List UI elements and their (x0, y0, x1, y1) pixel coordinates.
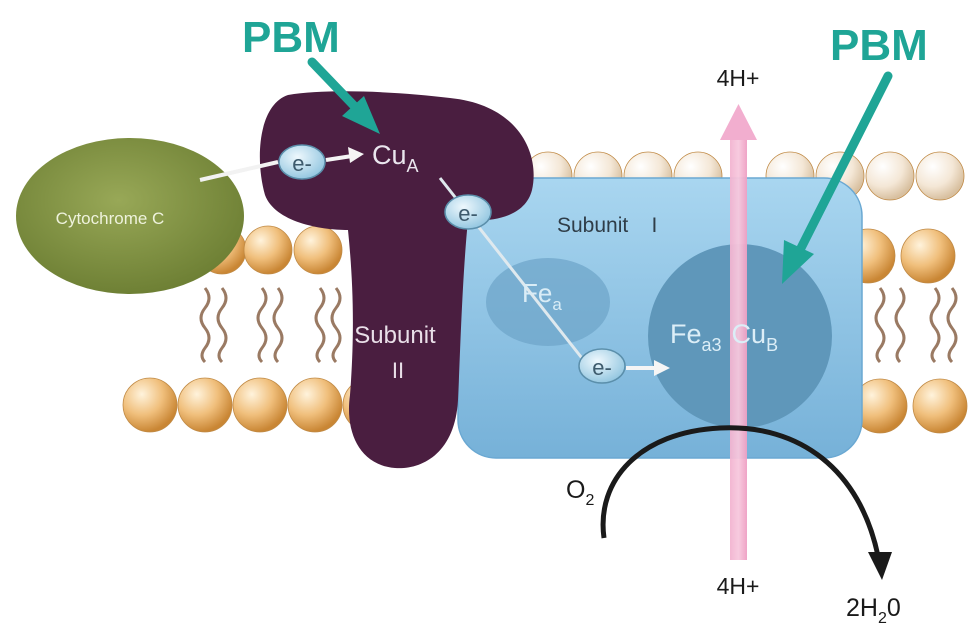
pbm-left-label: PBM (242, 13, 340, 62)
subunit-ii-label-line2: II (392, 358, 404, 383)
teal-arrow-icon (782, 71, 893, 284)
phospholipid-icon (293, 225, 343, 275)
phospholipid-icon (232, 377, 288, 433)
phospholipid-icon (915, 151, 965, 201)
lipid-tail (929, 287, 941, 364)
subunit-ii-shape (259, 91, 534, 469)
lipid-tail (330, 287, 342, 364)
electron-token-icon: e- (278, 144, 326, 180)
lipid-tail (946, 287, 958, 364)
cu-a-label: CuA (372, 140, 419, 176)
phospholipid-icon (865, 151, 915, 201)
proton-top-label: 4H+ (717, 65, 760, 91)
subunit-i-label: Subunit I (557, 214, 657, 237)
white-arrow-icon (626, 360, 670, 376)
curved-arrow-icon (600, 425, 892, 580)
teal-arrow-icon (307, 57, 380, 134)
phospholipid-icon (912, 378, 968, 434)
lipid-tail (216, 287, 228, 364)
cytochrome-c-label: Cytochrome C (56, 209, 165, 228)
lipid-tail (256, 287, 268, 364)
electron-label-3: e- (592, 355, 612, 380)
fe-a-site (486, 258, 610, 346)
o2-label: O2 (566, 476, 594, 509)
electron-label-1: e- (292, 151, 312, 176)
lipid-tail (894, 287, 906, 364)
flow-line-cytochrome (199, 160, 279, 182)
phospholipid-icon (243, 225, 293, 275)
electron-token-icon: e- (444, 194, 492, 230)
electron-token-icon: e- (578, 348, 626, 384)
cytochrome-c-shape (16, 138, 244, 294)
phospholipid-icon (177, 377, 233, 433)
lipid-tail (272, 287, 284, 364)
lipid-tail (199, 287, 211, 364)
white-arrow-icon (325, 147, 364, 163)
pbm-right-label: PBM (830, 21, 928, 70)
proton-bottom-label: 4H+ (717, 573, 760, 599)
phospholipid-icon (122, 377, 178, 433)
phospholipid-icon (287, 377, 343, 433)
subunit-ii-label-line1: Subunit (354, 322, 436, 349)
lipid-tail (314, 287, 326, 364)
lipid-tails (199, 287, 958, 364)
lipid-tail (874, 287, 886, 364)
pink-arrow-icon (720, 104, 757, 560)
water-label: 2H20 (846, 594, 901, 625)
phospholipid-icon (900, 228, 956, 284)
electron-label-2: e- (458, 201, 478, 226)
fe-a-label: Fea (522, 278, 562, 314)
